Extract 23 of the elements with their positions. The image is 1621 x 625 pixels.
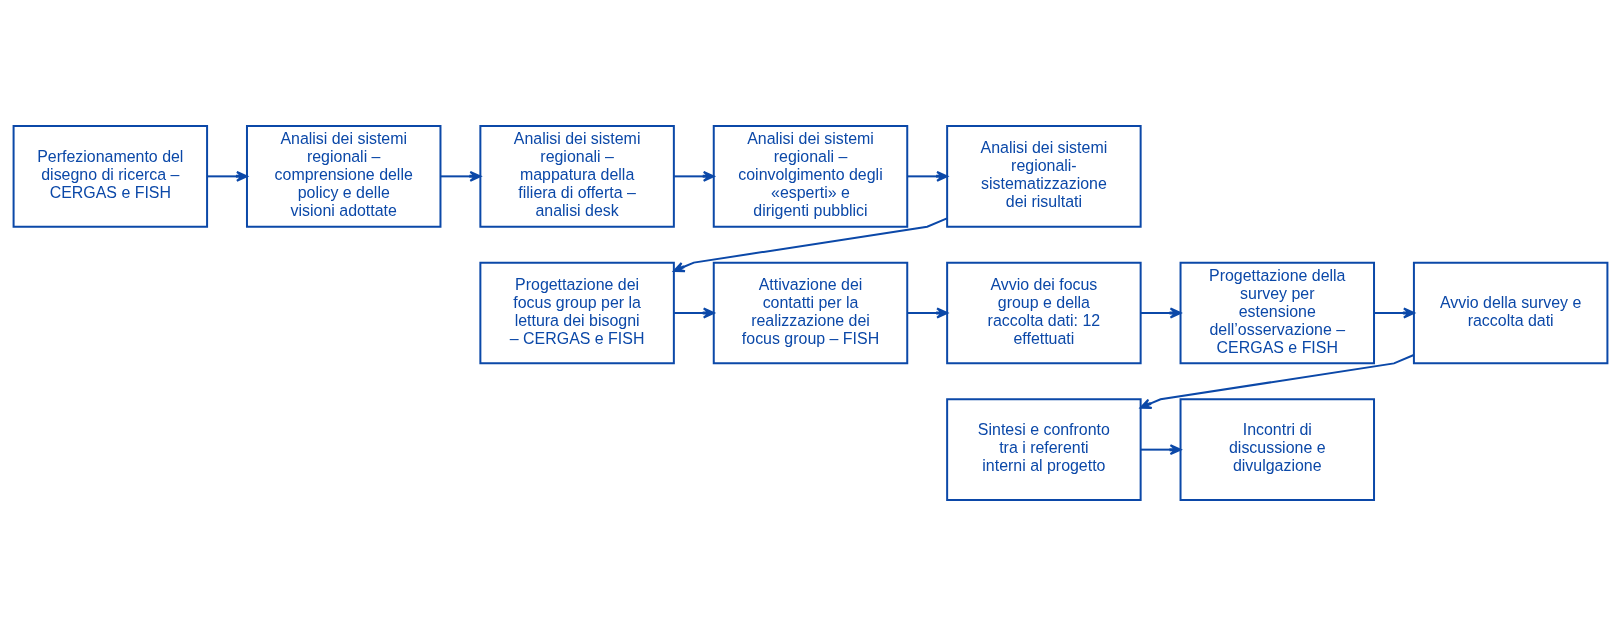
- node-box: Avvio dei focus group e della raccolta dati: 12 effettuati: [946, 261, 1142, 364]
- node-box: Analisi dei sistemi regionali – mappatura della filiera di offerta – analisi desk: [479, 124, 675, 228]
- arrow: [673, 307, 715, 318]
- node-box: Analisi dei sistemi regionali – comprensione delle policy e delle visioni adottate: [246, 124, 442, 228]
- arrow: [673, 170, 715, 182]
- arrow: [1139, 443, 1182, 455]
- arrow: [906, 170, 949, 182]
- node-box: Progettazione dei focus group per la lettura dei bisogni – CERGAS e FISH: [479, 261, 675, 364]
- arrow: [206, 170, 248, 182]
- node-box: Incontri di discussione e divulgazione: [1179, 397, 1375, 501]
- node-box: Perfezionamento del disegno di ricerca – CERGAS e FISH: [12, 124, 209, 228]
- arrow: [1139, 353, 1415, 409]
- node-box: Attivazione dei contatti per la realizzazione dei focus group – FISH: [712, 261, 909, 364]
- arrow: [439, 170, 482, 182]
- node-box: Sintesi e confronto tra i referenti interni al progetto: [946, 397, 1142, 501]
- arrow: [1139, 307, 1182, 318]
- arrow: [673, 216, 948, 272]
- node-box: Analisi dei sistemi regionali-sistematizzazione dei risultati: [946, 124, 1142, 228]
- node-box: Avvio della survey e raccolta dati: [1412, 261, 1609, 364]
- arrow: [906, 307, 949, 318]
- arrow: [1373, 307, 1415, 318]
- node-box: Analisi dei sistemi regionali – coinvolgimento degli «esperti» e dirigenti pubblici: [712, 124, 909, 228]
- node-box: Progettazione della survey per estensione dell’osservazione – CERGAS e FISH: [1179, 261, 1375, 364]
